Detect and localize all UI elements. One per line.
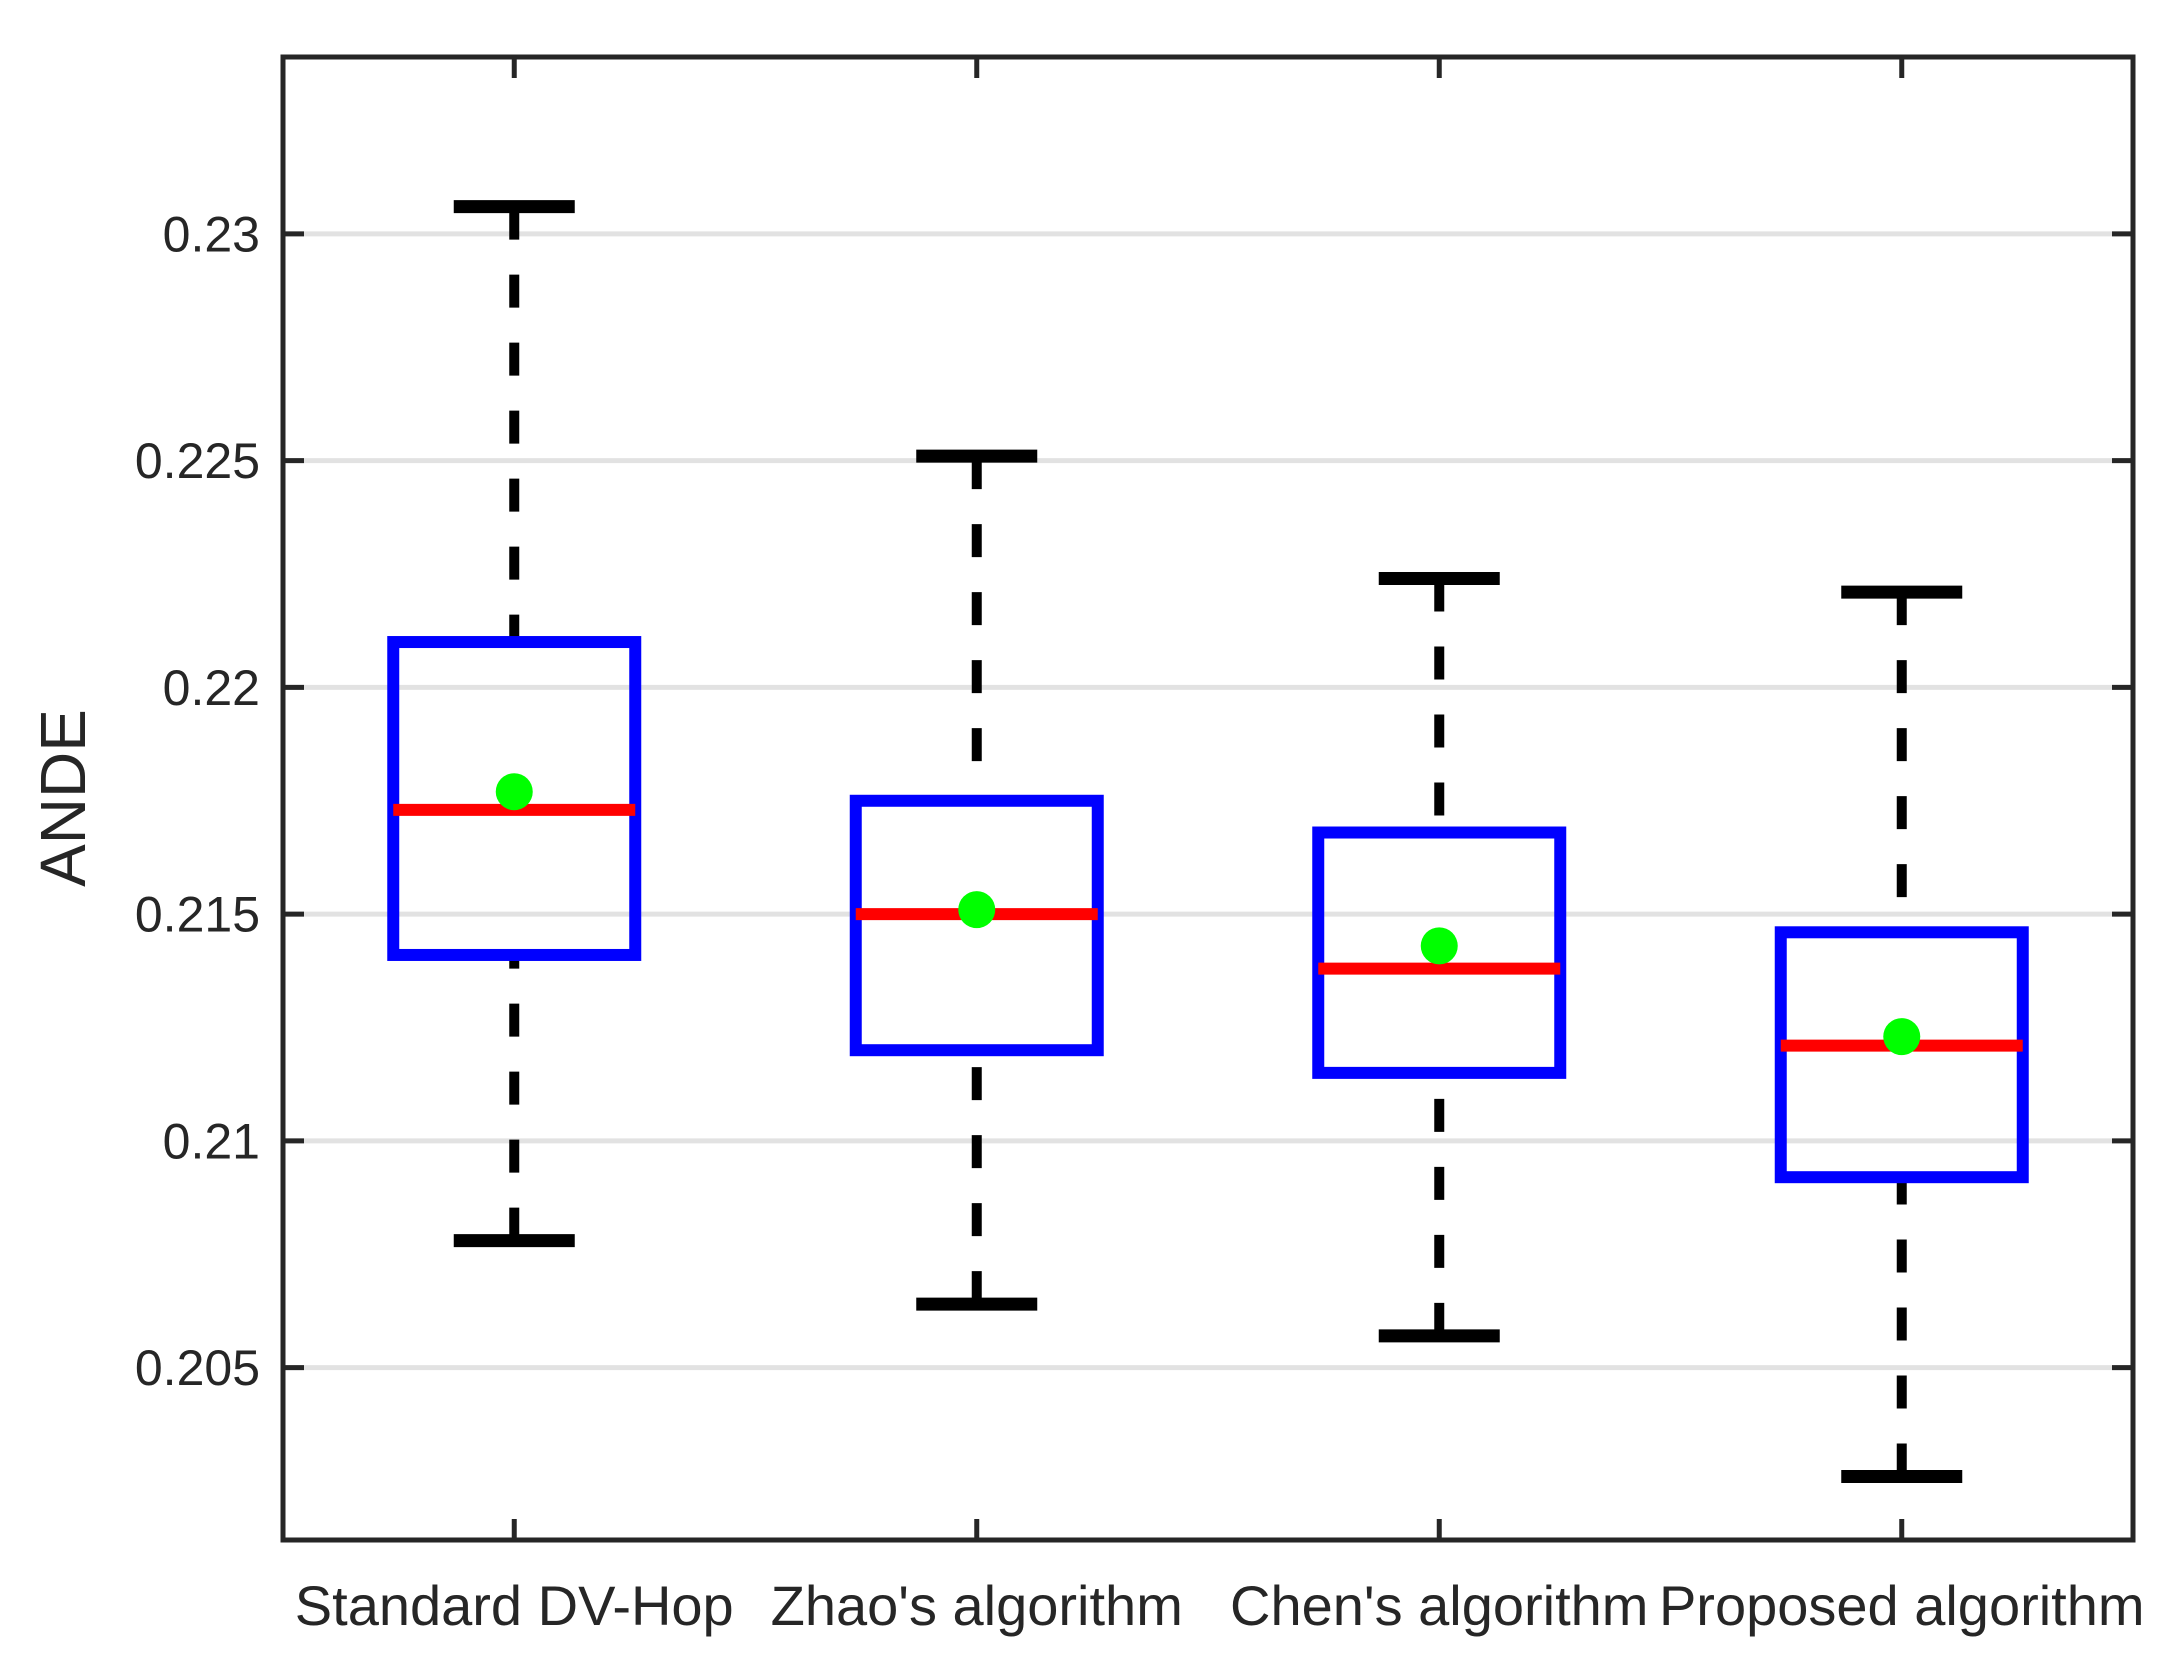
mean-dot-zhao-s-algorithm [958, 891, 996, 929]
y-tick-label-0.23: 0.23 [163, 206, 260, 262]
mean-dot-proposed-algorithm [1883, 1018, 1921, 1056]
y-tick-label-0.21: 0.21 [163, 1113, 260, 1169]
y-axis-label: ANDE [27, 709, 99, 887]
axes-layer [280, 54, 2136, 1543]
y-tick-label-0.205: 0.205 [135, 1340, 260, 1396]
x-category-label-3: Proposed algorithm [1659, 1574, 2145, 1637]
mean-dot-chen-s-algorithm [1420, 927, 1458, 965]
x-category-label-2: Chen's algorithm [1230, 1574, 1648, 1637]
grid-layer [283, 231, 2133, 1371]
mean-dot-standard-dv-hop [495, 773, 533, 811]
iqr-box-proposed-algorithm [1774, 926, 2029, 1184]
x-category-label-1: Zhao's algorithm [771, 1574, 1183, 1637]
x-category-label-0: Standard DV-Hop [295, 1574, 734, 1637]
iqr-box-chen-s-algorithm [1312, 826, 1567, 1079]
y-tick-label-0.22: 0.22 [163, 660, 260, 716]
axes-frame [280, 54, 2136, 1543]
y-tick-label-0.215: 0.215 [135, 887, 260, 943]
y-tick-label-0.225: 0.225 [135, 433, 260, 489]
iqr-box-standard-dv-hop [387, 636, 642, 961]
iqr-box-zhao-s-algorithm [849, 794, 1104, 1057]
series-layer [387, 200, 2029, 1484]
